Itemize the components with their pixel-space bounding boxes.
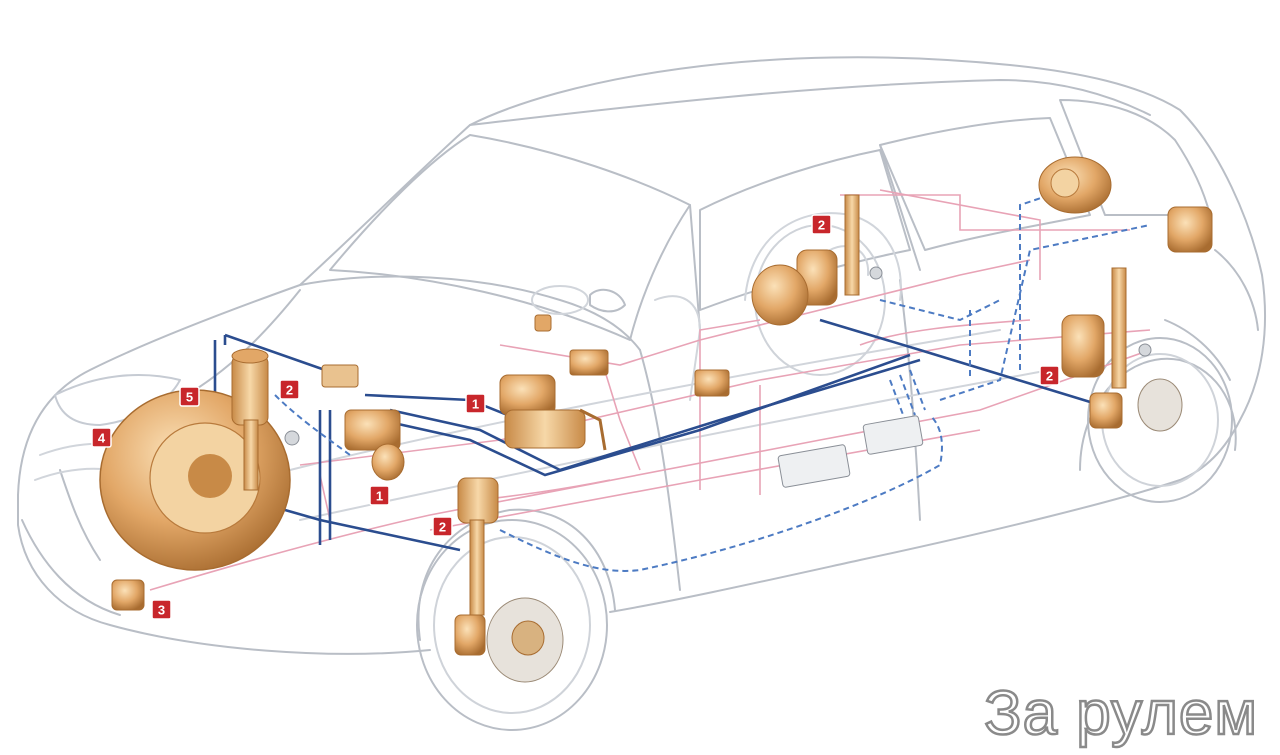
front-left-air-strut bbox=[231, 348, 269, 491]
relay-module bbox=[321, 364, 359, 388]
valve-block bbox=[499, 374, 607, 451]
rear-right-air-spring bbox=[1061, 267, 1183, 432]
magazine-watermark: За рулем bbox=[983, 679, 1258, 748]
label-2-rear-left-spring: 2 bbox=[811, 214, 832, 235]
label-1-valve-block-text: 1 bbox=[472, 397, 479, 412]
label-2-front-left-strut-text: 2 bbox=[286, 383, 293, 398]
label-3-sensor: 3 bbox=[151, 599, 172, 620]
callouts: 1 1 2 2 2 2 3 4 bbox=[91, 214, 1060, 620]
label-2-rear-left-spring-text: 2 bbox=[818, 218, 825, 233]
label-2-rear-right-spring: 2 bbox=[1039, 365, 1060, 386]
front-left-brake-disc bbox=[99, 389, 291, 571]
air-compressor bbox=[344, 409, 405, 481]
label-5-height-sensor: 5 bbox=[179, 386, 200, 407]
label-4-brake-disc-text: 4 bbox=[98, 431, 106, 446]
front-right-brake bbox=[454, 597, 564, 683]
front-left-height-sensor bbox=[284, 430, 300, 446]
valve-manifold bbox=[862, 415, 924, 455]
label-2-rear-right-spring-text: 2 bbox=[1046, 369, 1053, 384]
front-sensor bbox=[111, 579, 145, 611]
rear-left-air-spring bbox=[751, 194, 883, 326]
control-unit bbox=[777, 444, 851, 488]
label-1-compressor: 1 bbox=[369, 485, 390, 506]
label-4-brake-disc: 4 bbox=[91, 427, 112, 448]
air-lines-dashed bbox=[274, 194, 1151, 572]
pressure-switch bbox=[694, 369, 730, 397]
label-2-front-right-strut: 2 bbox=[432, 516, 453, 537]
air-lines-solid bbox=[213, 318, 1101, 552]
label-5-height-sensor-text: 5 bbox=[186, 390, 193, 405]
front-right-air-strut bbox=[457, 477, 499, 616]
control-bracket bbox=[569, 349, 609, 376]
label-1-compressor-text: 1 bbox=[376, 489, 383, 504]
rear-compressor bbox=[1167, 206, 1213, 253]
label-2-front-left-strut: 2 bbox=[279, 379, 300, 400]
dash-sensor bbox=[534, 314, 552, 332]
label-1-valve-block: 1 bbox=[465, 393, 486, 414]
electrical-wiring bbox=[149, 189, 1151, 591]
label-3-sensor-text: 3 bbox=[158, 603, 165, 618]
label-2-front-right-strut-text: 2 bbox=[439, 520, 446, 535]
air-reservoir bbox=[1038, 156, 1112, 214]
